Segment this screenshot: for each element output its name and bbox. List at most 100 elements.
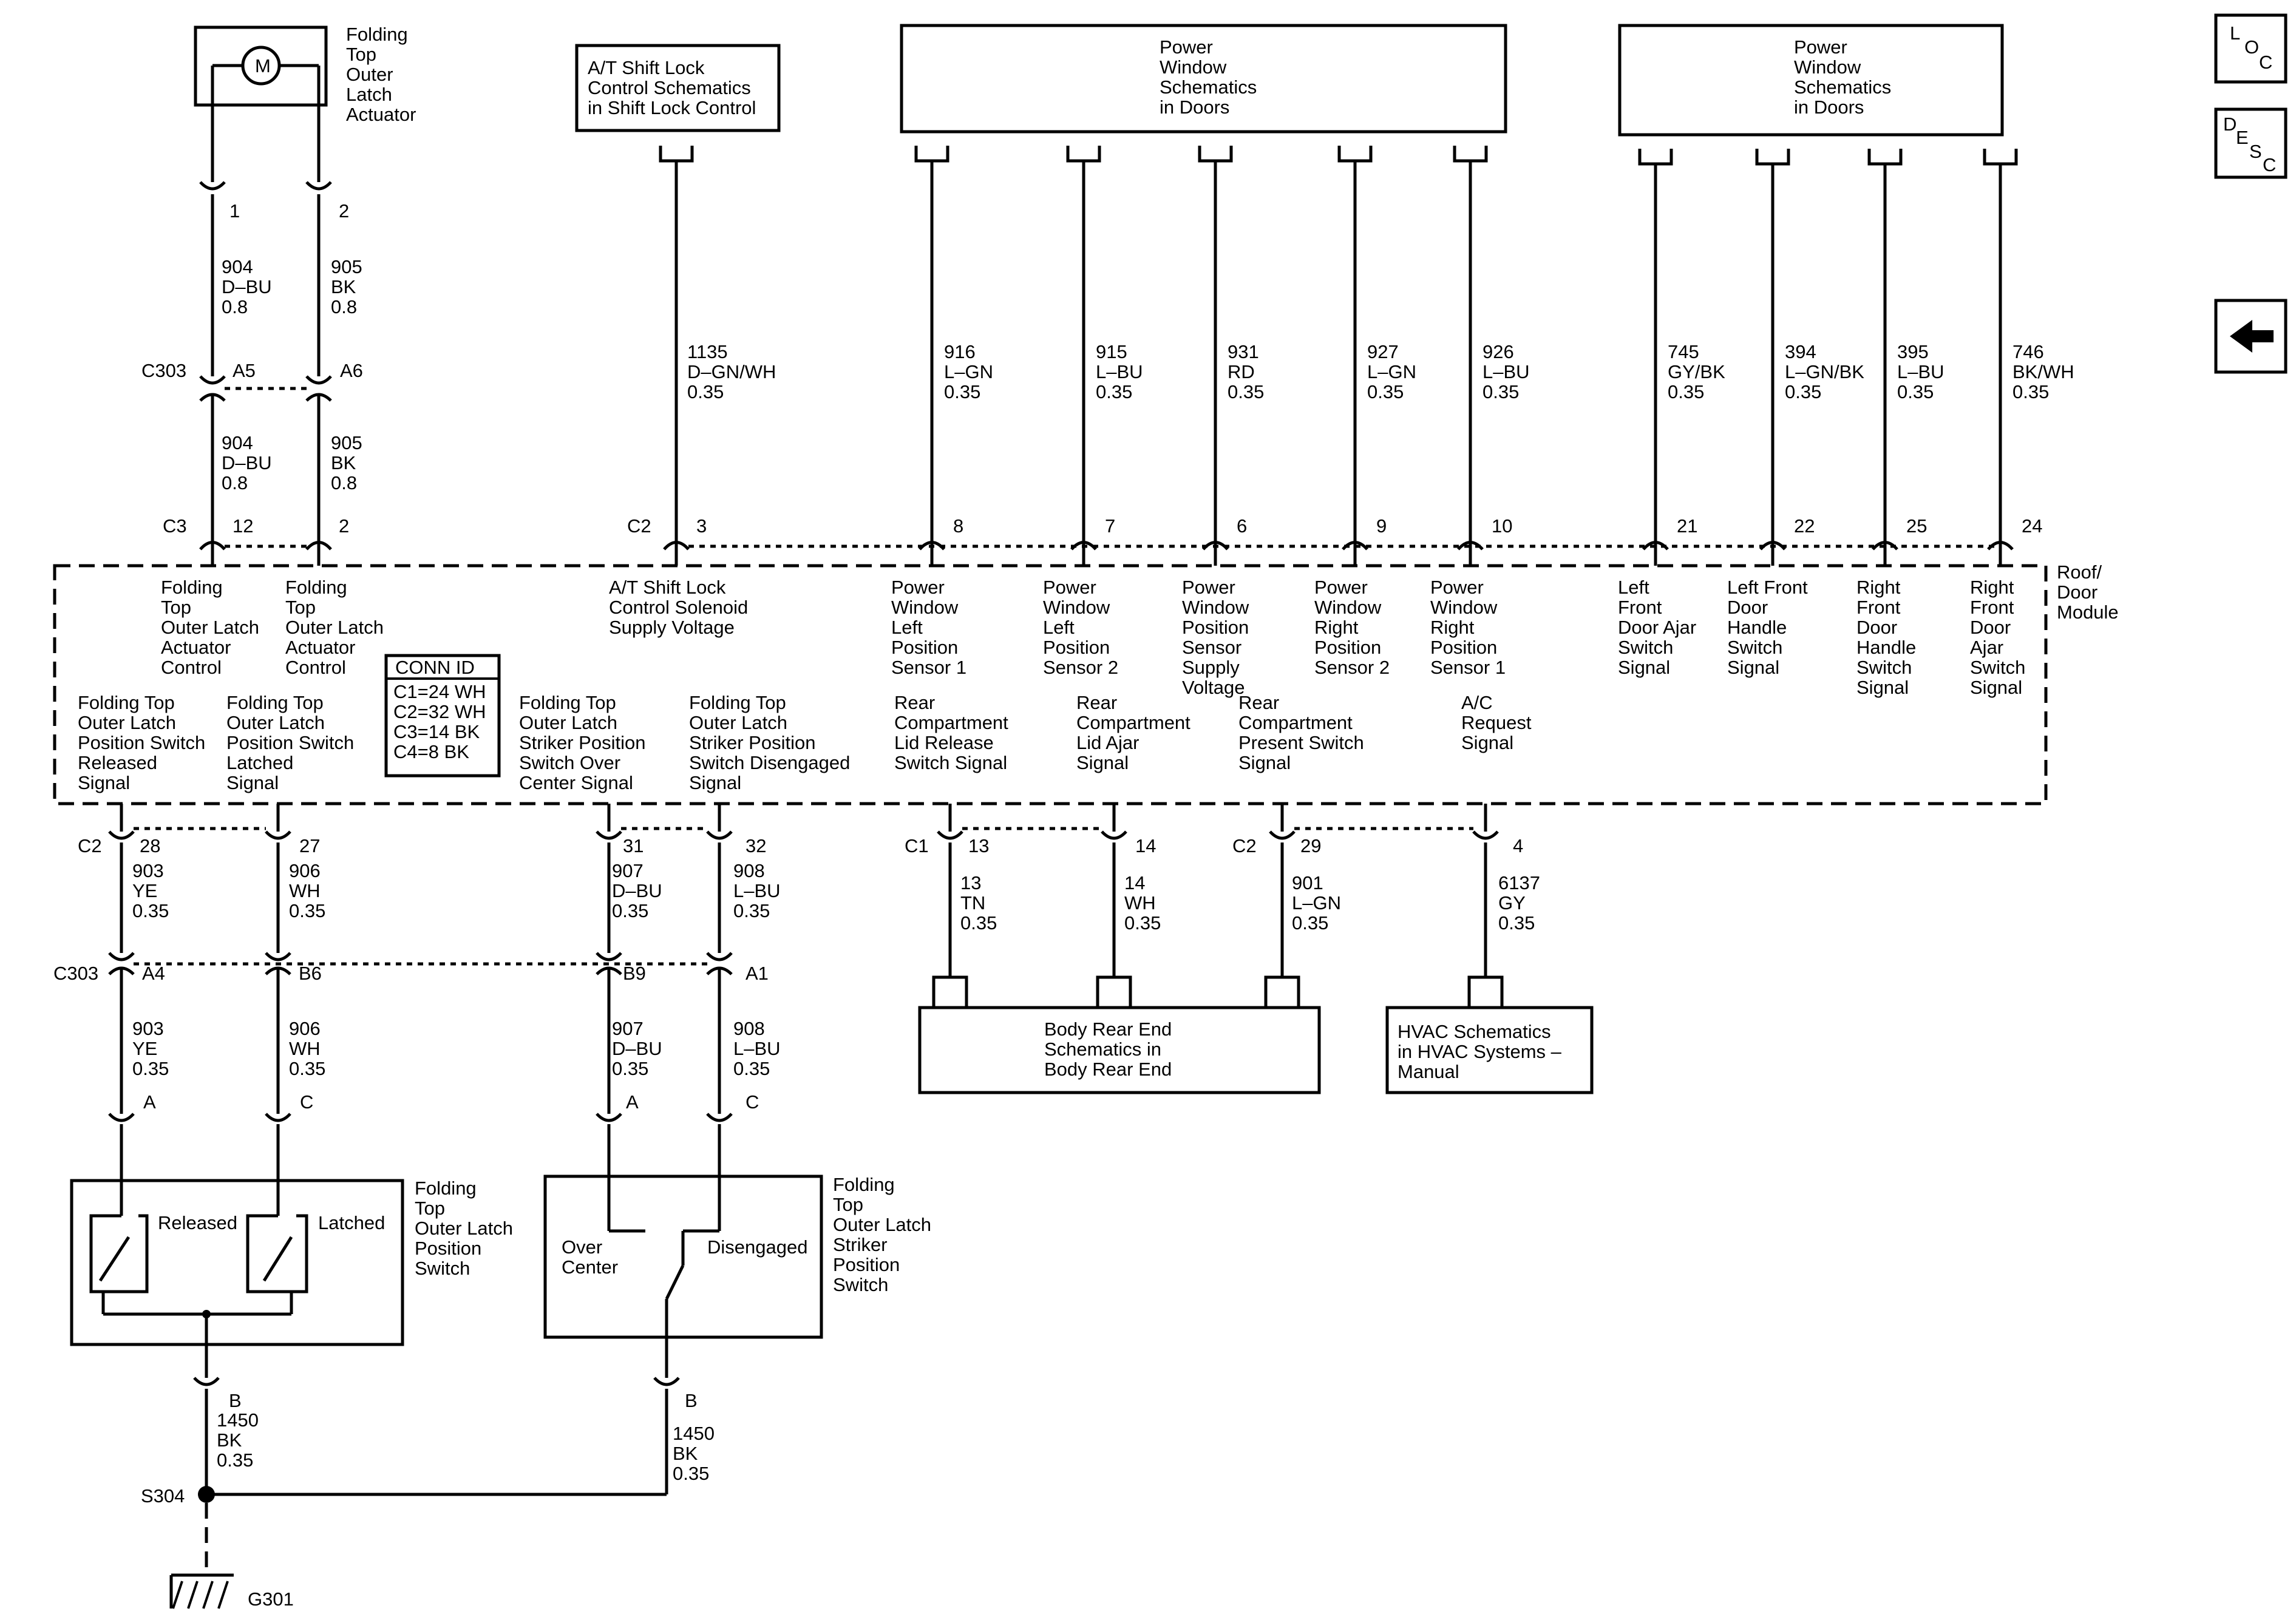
- lower-func-2-line4: Center Signal: [519, 772, 633, 793]
- c303-pin-a6: A6: [340, 360, 363, 381]
- wire-906-color-2: WH: [289, 1038, 321, 1059]
- func-746-line4: Switch: [1970, 657, 2025, 678]
- wire-901-num: 901: [1292, 872, 1323, 893]
- func-394-line2: Handle: [1727, 617, 1787, 638]
- wire-905-num-2: 905: [331, 432, 362, 453]
- pin-13: 13: [968, 835, 989, 856]
- func-927-line0: Power: [1314, 577, 1368, 598]
- func-394-line4: Signal: [1727, 657, 1779, 678]
- lower-func-3-line3: Switch Disengaged: [689, 752, 850, 773]
- func-931-line1: Window: [1182, 597, 1249, 618]
- wire-931-line1: RD: [1228, 361, 1255, 382]
- c303-pin-b9: B9: [623, 963, 646, 984]
- wire-908-color: L–BU: [733, 880, 781, 901]
- c1-label: C1: [905, 835, 929, 856]
- actuator-pin-2: 2: [339, 200, 349, 222]
- pos-released: Released: [158, 1212, 237, 1233]
- wire-903-size: 0.35: [132, 900, 169, 921]
- wire-6137-num: 6137: [1498, 872, 1540, 893]
- pin-32: 32: [746, 835, 766, 856]
- svg-text:Power: Power: [1794, 36, 1847, 58]
- func-915-line3: Position: [1043, 637, 1110, 658]
- wire-394-line2: 0.35: [1785, 381, 1821, 402]
- wire-column-916: 916L–GN0.358PowerWindowLeftPositionSenso…: [891, 146, 993, 678]
- pos-latched: Latched: [318, 1212, 385, 1233]
- c303-label-lower: C303: [53, 963, 98, 984]
- func-actuator-a: Folding Top Outer Latch Actuator Control: [161, 577, 259, 678]
- back-button[interactable]: [2214, 299, 2288, 374]
- svg-text:Top: Top: [161, 597, 191, 618]
- actuator-label-2: Top: [346, 44, 376, 65]
- wire-903-size-2: 0.35: [132, 1058, 169, 1079]
- wire-905-num: 905: [331, 256, 362, 277]
- loc-button[interactable]: L O C: [2214, 13, 2288, 84]
- svg-text:in Doors: in Doors: [1160, 97, 1229, 118]
- lower-func-1-line0: Folding Top: [226, 692, 324, 713]
- lower-func-4-line3: Switch Signal: [894, 752, 1007, 773]
- c2-label-rear: C2: [1232, 835, 1257, 856]
- pos-over: Over: [562, 1236, 602, 1258]
- pin-29: 29: [1300, 835, 1321, 856]
- svg-text:Power: Power: [1160, 36, 1213, 58]
- wire-1450-size-left: 0.35: [217, 1449, 253, 1471]
- wire-745-line1: GY/BK: [1668, 361, 1725, 382]
- wire-901-size: 0.35: [1292, 912, 1328, 934]
- back-arrow-icon: [2230, 320, 2274, 353]
- module-pin-10: 10: [1492, 515, 1512, 537]
- actuator-label-4: Latch: [346, 84, 392, 105]
- desc-letter-c: C: [2263, 154, 2276, 175]
- wire-908-size: 0.35: [733, 900, 770, 921]
- lower-func-6-line1: Compartment: [1238, 712, 1353, 733]
- func-746-line2: Door: [1970, 617, 2011, 638]
- wire-395-line2: 0.35: [1897, 381, 1934, 402]
- func-745-line0: Left: [1618, 577, 1649, 598]
- c2-label-top: C2: [627, 515, 651, 537]
- power-window-1-wires: 916L–GN0.358PowerWindowLeftPositionSenso…: [891, 146, 1530, 698]
- striker-pin-a: A: [626, 1091, 639, 1113]
- ground-symbol-icon: [169, 1573, 234, 1609]
- desc-button[interactable]: D E S C: [2214, 107, 2288, 179]
- loc-letter-l: L: [2230, 22, 2240, 44]
- lower-func-0-line1: Outer Latch: [78, 712, 176, 733]
- lower-func-7-line0: A/C: [1461, 692, 1493, 713]
- func-394-line0: Left Front: [1727, 577, 1808, 598]
- wire-1450-size-right: 0.35: [673, 1463, 709, 1484]
- func-927-line1: Window: [1314, 597, 1382, 618]
- pin-cup: [305, 181, 332, 191]
- func-927-line2: Right: [1314, 617, 1359, 638]
- wire-1135-num: 1135: [687, 341, 728, 362]
- wire-746-line2: 0.35: [2012, 381, 2049, 402]
- wire-904-color-2: D–BU: [222, 452, 272, 473]
- func-916-line0: Power: [891, 577, 945, 598]
- wire-906-size-2: 0.35: [289, 1058, 325, 1079]
- func-926-line1: Window: [1430, 597, 1498, 618]
- lower-func-0-line2: Position Switch: [78, 732, 205, 753]
- func-394-line3: Switch: [1727, 637, 1782, 658]
- conn-id-c2: C2=32 WH: [393, 701, 486, 722]
- conn-id-title: CONN ID: [395, 657, 475, 678]
- lower-func-1-line4: Signal: [226, 772, 279, 793]
- wire-6137-size: 0.35: [1498, 912, 1535, 934]
- svg-text:HVAC Schematics: HVAC Schematics: [1398, 1021, 1551, 1042]
- wire-14-num: 14: [1124, 872, 1145, 893]
- wire-1450-num-right: 1450: [673, 1423, 715, 1444]
- c2-label-lower: C2: [78, 835, 102, 856]
- outer-latch-position-switch: Released Latched: [70, 1124, 404, 1378]
- lower-func-6-line0: Rear: [1238, 692, 1279, 713]
- func-746-line0: Right: [1970, 577, 2014, 598]
- splice-s304-dot: [198, 1486, 215, 1503]
- lower-func-2-line3: Switch Over: [519, 752, 620, 773]
- conn-id-c4: C4=8 BK: [393, 741, 469, 762]
- desc-letter-d: D: [2223, 114, 2237, 135]
- module-pin-22: 22: [1794, 515, 1815, 537]
- func-745-line1: Front: [1618, 597, 1662, 618]
- module-pin-7: 7: [1105, 515, 1115, 537]
- loc-letter-o: O: [2244, 36, 2259, 58]
- wire-1135-size: 0.35: [687, 381, 724, 402]
- svg-text:Folding: Folding: [833, 1174, 895, 1195]
- module-name-line1: Roof/: [2057, 561, 2102, 583]
- func-395-line4: Switch: [1856, 657, 1912, 678]
- pin-14: 14: [1135, 835, 1156, 856]
- func-926-line4: Sensor 1: [1430, 657, 1506, 678]
